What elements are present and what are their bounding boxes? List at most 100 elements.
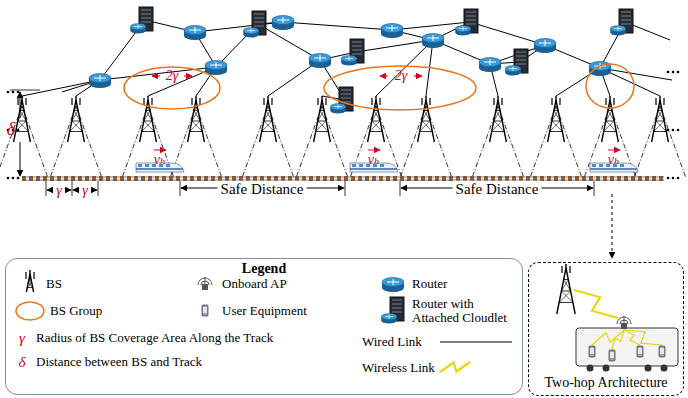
line	[91, 190, 97, 191]
line	[433, 35, 434, 41]
line	[205, 277, 206, 284]
dimension-label: Safe Distance	[218, 181, 307, 198]
user-equipment	[609, 350, 615, 361]
line	[494, 121, 505, 132]
line	[400, 181, 401, 196]
bs-group	[586, 64, 634, 108]
ellipsis-dot	[17, 177, 20, 180]
symbol-label: γ	[56, 183, 62, 198]
line	[46, 181, 47, 196]
symbol-label: vₕ	[368, 152, 380, 167]
wireless-link	[574, 290, 618, 318]
router-icon	[381, 24, 403, 39]
wheel	[603, 365, 610, 372]
line	[152, 76, 160, 77]
router-icon	[534, 39, 556, 54]
ue-screen	[660, 348, 664, 354]
ellipsis-dot	[12, 177, 15, 180]
line	[392, 25, 393, 31]
line	[144, 121, 152, 122]
line	[144, 111, 150, 122]
two-hop-illustration	[557, 264, 678, 372]
line	[356, 40, 433, 52]
line	[73, 190, 79, 191]
line	[422, 121, 430, 122]
cloudlet-server	[243, 11, 266, 38]
line	[254, 18, 264, 19]
line	[100, 67, 216, 80]
router-icon	[89, 74, 111, 89]
legend-text: BS	[46, 277, 62, 291]
line	[18, 111, 24, 122]
line	[325, 98, 326, 105]
line	[29, 270, 30, 276]
line	[100, 20, 145, 80]
ellipsis-dot	[677, 129, 680, 132]
line	[375, 96, 376, 102]
router-top	[341, 55, 356, 61]
line	[565, 264, 566, 270]
line	[190, 131, 203, 132]
router-icon	[382, 278, 404, 293]
line	[27, 283, 32, 288]
line	[254, 26, 264, 27]
line	[613, 98, 614, 105]
legend-text: Router with Attached Cloudlet	[412, 297, 517, 326]
router-top	[505, 65, 520, 71]
line	[74, 110, 78, 111]
bs-tower	[314, 96, 331, 142]
bs-tower	[368, 96, 385, 142]
line	[420, 131, 433, 132]
line	[561, 291, 570, 292]
line	[621, 12, 631, 13]
line	[192, 111, 198, 122]
line	[393, 279, 394, 285]
user-equipment	[637, 346, 643, 357]
router-top	[243, 27, 258, 33]
line	[262, 131, 275, 132]
bs-tower	[188, 96, 205, 142]
line	[429, 98, 430, 105]
line	[605, 98, 606, 105]
router-icon	[309, 54, 331, 69]
line	[100, 75, 101, 81]
router-top	[272, 16, 294, 25]
cloudlet-server	[130, 7, 153, 34]
ellipsis-dot	[12, 91, 15, 94]
line	[516, 56, 526, 57]
router-top	[610, 25, 625, 31]
line	[604, 131, 617, 132]
train-window	[599, 164, 603, 167]
router-top	[381, 24, 403, 33]
bs-tower	[26, 270, 34, 292]
line	[264, 111, 270, 122]
line	[341, 94, 351, 95]
symbol-label: γ	[19, 330, 25, 347]
onboard-ap	[617, 316, 631, 329]
line	[70, 131, 83, 132]
line	[494, 111, 500, 122]
dimension-label: Safe Distance	[453, 181, 542, 198]
line	[146, 110, 150, 111]
router-icon	[184, 26, 206, 41]
line	[33, 272, 34, 279]
router-icon	[205, 61, 227, 76]
line	[263, 98, 264, 105]
line	[490, 59, 491, 65]
line	[516, 60, 526, 61]
line	[20, 92, 21, 118]
line	[609, 96, 610, 102]
router-top	[184, 26, 206, 35]
line	[21, 96, 22, 102]
legend-text: Distance between BS and Track	[36, 355, 202, 369]
line	[372, 121, 383, 132]
line	[612, 194, 613, 258]
line	[621, 16, 631, 17]
line	[143, 98, 144, 105]
bs-tower	[140, 96, 157, 142]
line	[352, 42, 362, 43]
line	[551, 98, 552, 105]
line	[254, 14, 264, 15]
train-window	[145, 164, 149, 167]
line	[600, 22, 625, 68]
